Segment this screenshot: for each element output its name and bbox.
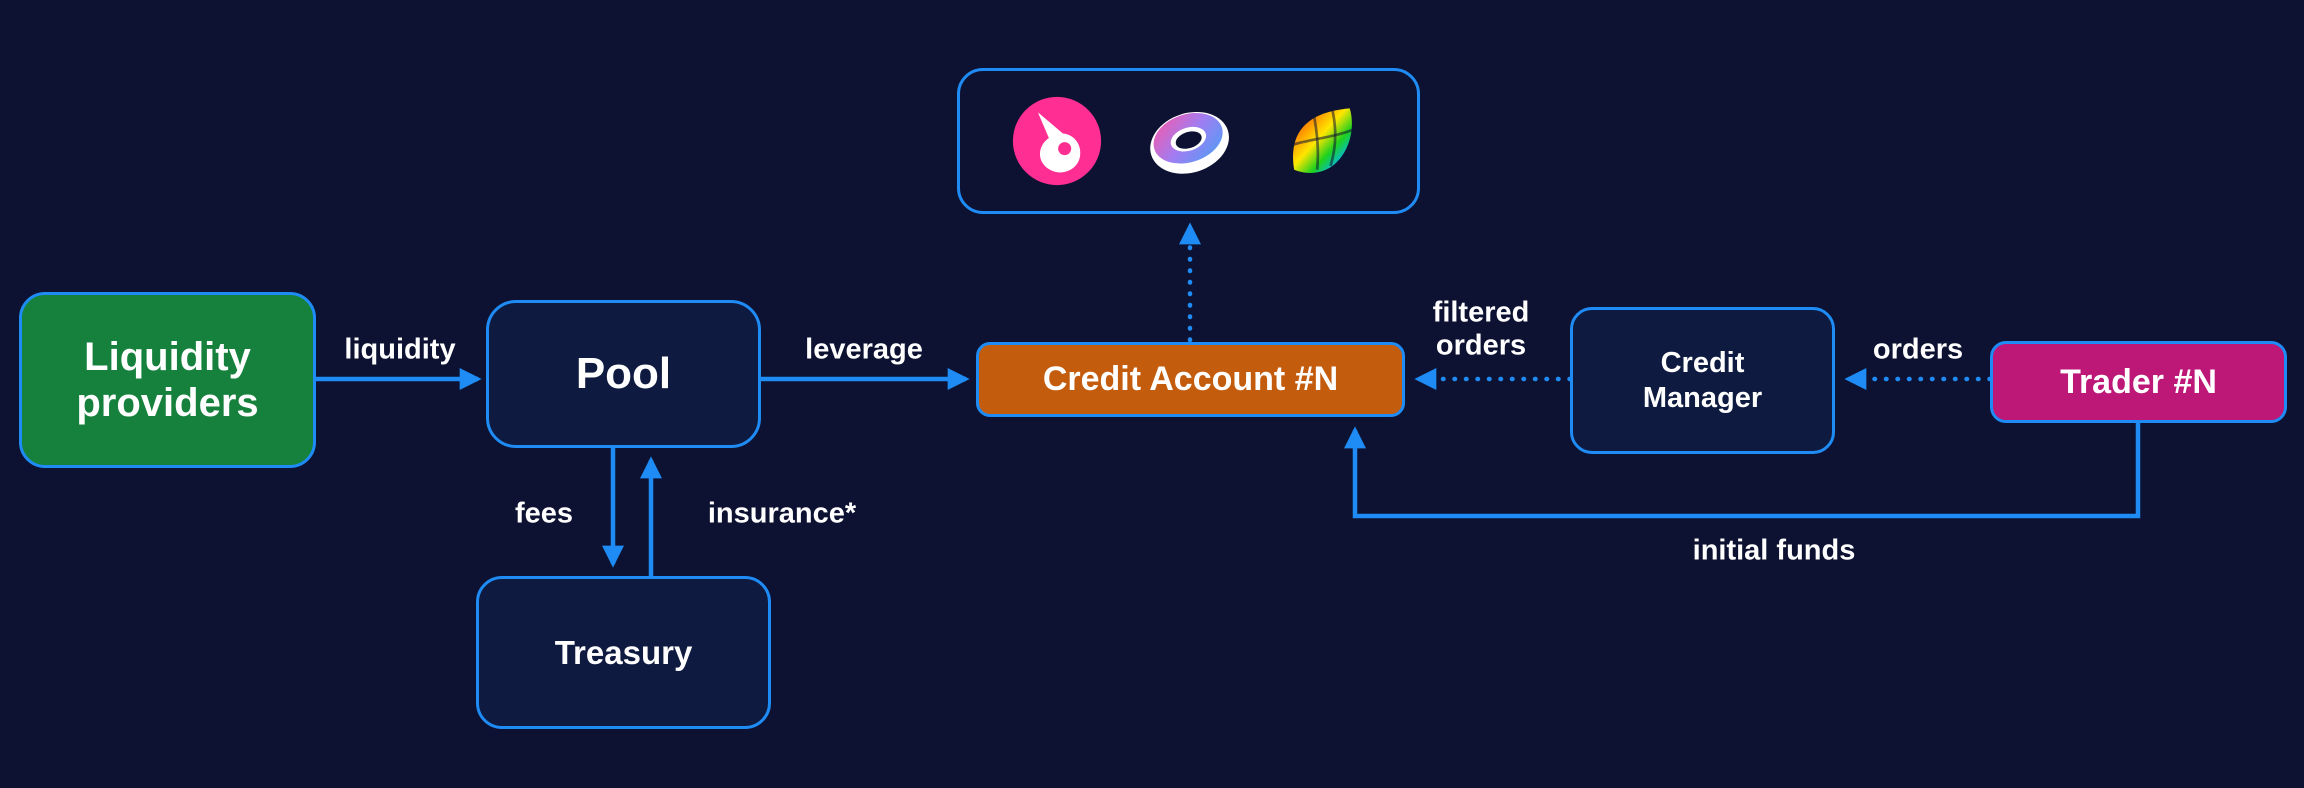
node-treasury: Treasury — [476, 576, 771, 729]
curve-icon — [1291, 108, 1354, 173]
node-credit-manager-label: Credit Manager — [1642, 346, 1763, 414]
sushiswap-icon — [1149, 111, 1229, 174]
edge-label-initial-funds: initial funds — [1692, 534, 1856, 567]
external-protocols-box — [957, 68, 1420, 214]
node-liquidity-providers: Liquidity providers — [19, 292, 316, 468]
edge-label-leverage: leverage — [805, 333, 923, 366]
node-pool-label: Pool — [575, 349, 672, 398]
edge-label-fees: fees — [514, 497, 574, 530]
edge-label-liquidity: liquidity — [344, 333, 456, 366]
node-treasury-label: Treasury — [554, 633, 693, 671]
uniswap-icon — [1012, 96, 1101, 186]
node-credit-account: Credit Account #N — [976, 342, 1405, 417]
edge-label-insurance: insurance* — [707, 497, 857, 530]
node-trader-label: Trader #N — [2060, 362, 2217, 401]
node-liquidity-providers-label: Liquidity providers — [76, 335, 259, 425]
node-credit-account-label: Credit Account #N — [1042, 360, 1339, 398]
node-credit-manager: Credit Manager — [1570, 307, 1835, 454]
node-trader: Trader #N — [1990, 341, 2287, 423]
edge-label-filtered-orders: filtered orders — [1432, 296, 1530, 362]
edge-label-orders: orders — [1872, 333, 1964, 366]
node-pool: Pool — [486, 300, 761, 448]
